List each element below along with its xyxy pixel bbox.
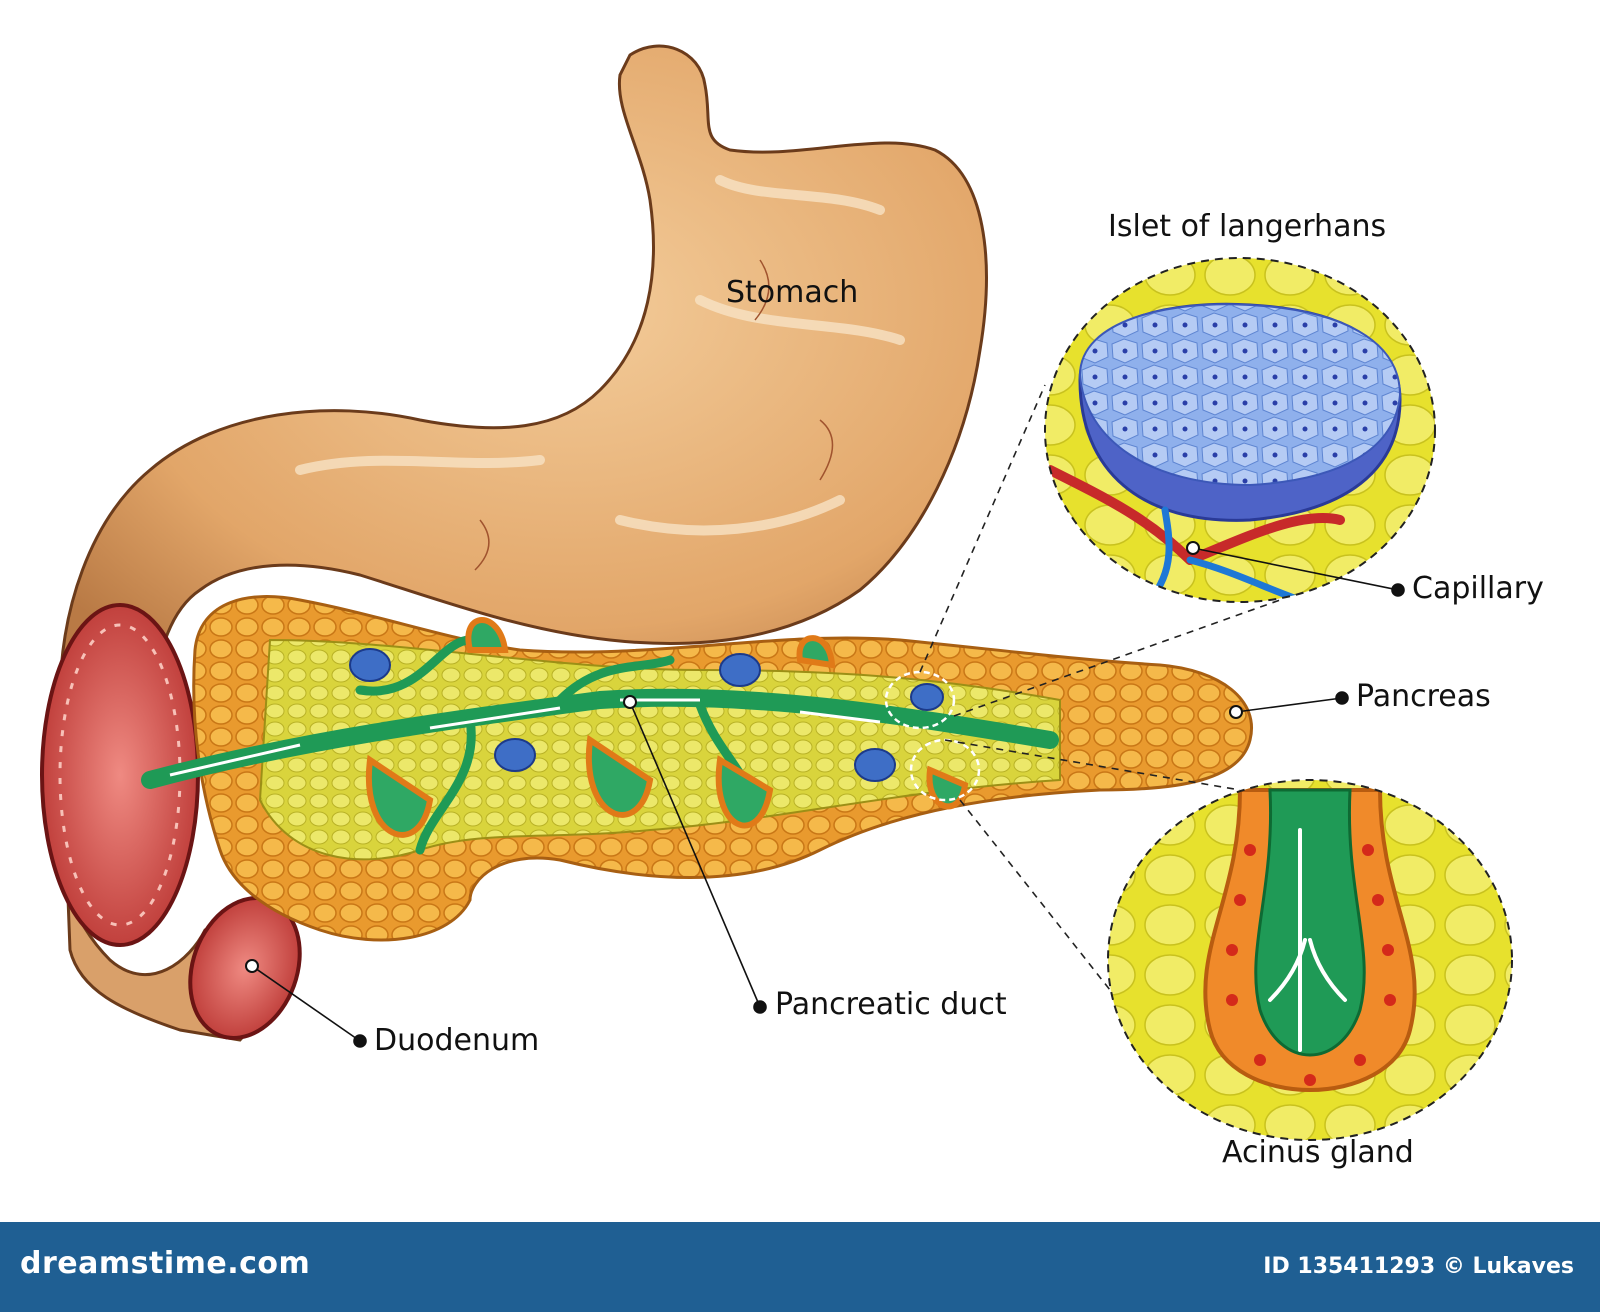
pancreas-anatomy-illustration xyxy=(40,44,1513,1141)
stomach xyxy=(58,44,988,702)
islet-magnified-view xyxy=(1044,257,1436,603)
label-acinus-gland: Acinus gland xyxy=(1222,1135,1414,1170)
label-stomach: Stomach xyxy=(726,275,859,310)
label-capillary: Capillary xyxy=(1412,571,1544,606)
label-leaders xyxy=(245,541,1405,1048)
acinus-magnified-view xyxy=(1107,779,1513,1141)
footer-credit: ID 135411293 © Lukaves xyxy=(1263,1254,1574,1279)
label-pancreatic-duct: Pancreatic duct xyxy=(775,987,1007,1022)
watermark-footer-bar: dreamstime.com ID 135411293 © Lukaves xyxy=(0,1222,1600,1312)
footer-brand: dreamstime.com xyxy=(20,1246,311,1281)
label-pancreas: Pancreas xyxy=(1356,679,1491,714)
label-duodenum: Duodenum xyxy=(374,1023,540,1058)
pancreas xyxy=(141,595,1253,942)
islet-markers xyxy=(349,648,944,782)
label-islet-of-langerhans: Islet of langerhans xyxy=(1108,209,1387,244)
magnify-guides xyxy=(919,384,1281,991)
